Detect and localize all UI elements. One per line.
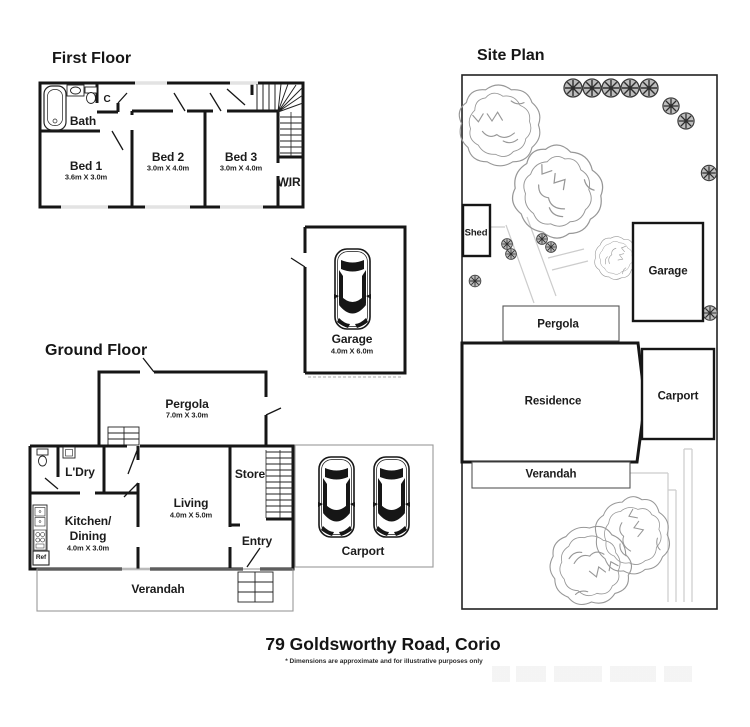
room-label-kitchen: Kitchen/ xyxy=(64,514,112,528)
label-fridge: Ref xyxy=(35,553,47,561)
room-label-wir: WIR xyxy=(277,175,301,189)
kitchen-bench-icon xyxy=(32,504,48,553)
first-floor-plan xyxy=(38,81,305,209)
site-garage xyxy=(631,221,705,323)
laundry-trough-icon xyxy=(62,446,76,459)
room-dims-kitchen: 4.0m X 3.0m xyxy=(66,543,110,553)
room-label-dining: Dining xyxy=(69,529,107,543)
room-label-verandah: Verandah xyxy=(131,582,185,596)
room-dims-bed3: 3.0m X 4.0m xyxy=(219,163,263,173)
site-label-shed: Shed xyxy=(464,227,488,239)
tree-icon xyxy=(538,513,643,619)
room-label-carport: Carport xyxy=(341,544,385,558)
tree-icon xyxy=(457,83,542,168)
site-plan xyxy=(457,74,718,619)
room-dims-garage: 4.0m X 6.0m xyxy=(330,346,374,356)
car-icon xyxy=(333,248,372,330)
bathtub-icon xyxy=(43,85,67,131)
toilet-icon xyxy=(84,86,98,104)
toilet-icon xyxy=(36,448,49,467)
room-dims-living: 4.0m X 5.0m xyxy=(169,510,213,520)
room-dims-pergola: 7.0m X 3.0m xyxy=(165,410,209,420)
disclaimer-text: * Dimensions are approximate and for ill… xyxy=(285,658,483,665)
fridge-icon xyxy=(32,550,50,566)
room-label-entry: Entry xyxy=(241,534,273,548)
pergola-steps xyxy=(107,426,140,446)
room-label-living: Living xyxy=(173,496,209,510)
entry-steps xyxy=(237,571,274,603)
first-floor-title: First Floor xyxy=(52,50,132,67)
site-label-carport: Carport xyxy=(657,390,699,403)
room-label-bed3: Bed 3 xyxy=(224,150,258,164)
ground-floor-title: Ground Floor xyxy=(45,342,148,359)
carport-outline xyxy=(294,444,434,568)
car-icon xyxy=(372,456,411,538)
ground-floor-plan xyxy=(28,357,434,612)
room-label-garage: Garage xyxy=(331,332,373,346)
site-shed xyxy=(461,203,492,258)
site-verandah xyxy=(471,461,631,489)
room-dims-bed1: 3.6m X 3.0m xyxy=(64,172,108,182)
room-label-bath: Bath xyxy=(69,114,97,128)
site-label-residence: Residence xyxy=(524,395,582,408)
car-icon xyxy=(317,456,356,538)
verandah-outline xyxy=(36,568,294,612)
page-title: 79 Goldsworthy Road, Corio xyxy=(265,634,501,654)
room-label-pergola: Pergola xyxy=(165,397,209,411)
room-label-bed1: Bed 1 xyxy=(69,159,103,173)
site-pergola xyxy=(502,305,620,342)
site-label-garage: Garage xyxy=(648,265,688,278)
room-label-ldry: L'Dry xyxy=(65,465,95,479)
site-plan-title: Site Plan xyxy=(477,47,545,64)
room-label-bed2: Bed 2 xyxy=(151,150,185,164)
site-label-pergola: Pergola xyxy=(537,318,579,331)
ground-floor-stairs xyxy=(265,450,293,518)
watermark xyxy=(492,666,692,682)
detached-garage-plan xyxy=(290,225,407,378)
room-label-store: Store xyxy=(234,467,266,481)
room-label-closet: C xyxy=(103,94,111,105)
first-floor-stairs xyxy=(256,83,304,157)
tree-icon xyxy=(492,126,623,257)
vanity-sink-icon xyxy=(66,84,85,97)
room-dims-bed2: 3.0m X 4.0m xyxy=(146,163,190,173)
site-carport xyxy=(640,347,716,441)
site-label-verandah: Verandah xyxy=(525,468,577,481)
